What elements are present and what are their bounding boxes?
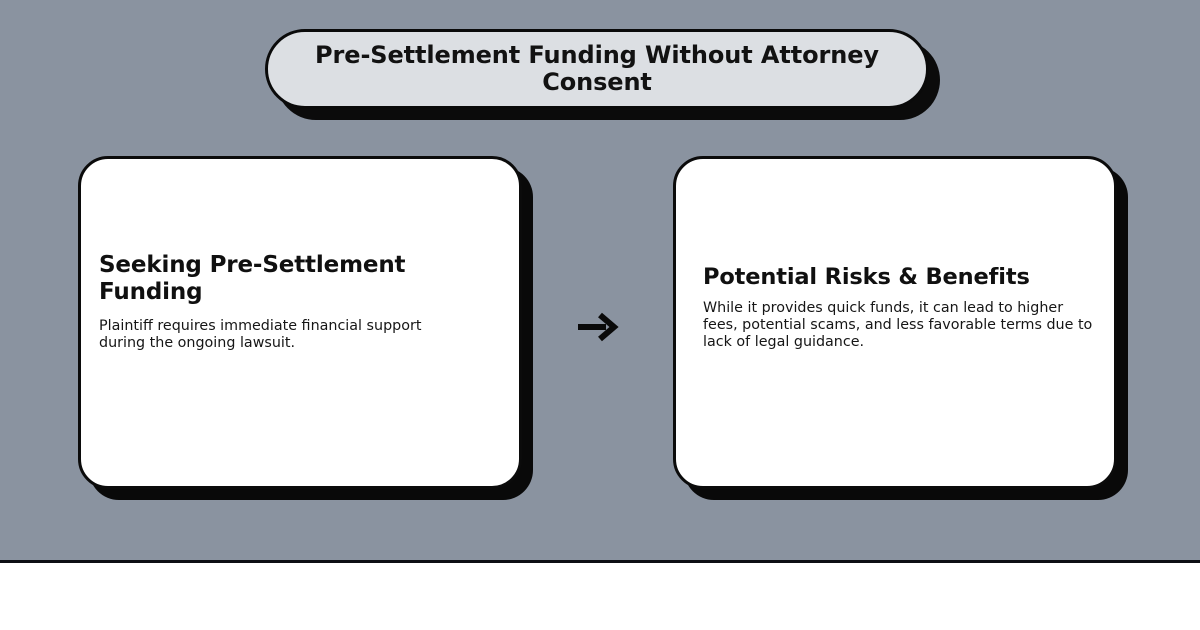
footer-divider: [0, 560, 1200, 563]
card-body: Plaintiff requires immediate financial s…: [99, 317, 422, 351]
footer-bar: [0, 563, 1200, 630]
title-pill: Pre-Settlement Funding Without Attorney …: [265, 29, 929, 109]
card-content: Seeking Pre-Settlement Funding Plaintiff…: [81, 159, 519, 486]
infographic-canvas: Pre-Settlement Funding Without Attorney …: [0, 0, 1200, 562]
arrow-right-icon: [574, 306, 624, 348]
flow-card-potential-risks-and-benefits: Potential Risks & Benefits While it prov…: [673, 156, 1117, 489]
card-heading: Potential Risks & Benefits: [703, 264, 1030, 291]
page-title: Pre-Settlement Funding Without Attorney …: [315, 41, 879, 96]
flow-card-seeking-pre-settlement-funding: Seeking Pre-Settlement Funding Plaintiff…: [78, 156, 522, 489]
card-heading: Seeking Pre-Settlement Funding: [99, 251, 406, 306]
card-content: Potential Risks & Benefits While it prov…: [676, 159, 1114, 486]
card-body: While it provides quick funds, it can le…: [703, 300, 1093, 350]
